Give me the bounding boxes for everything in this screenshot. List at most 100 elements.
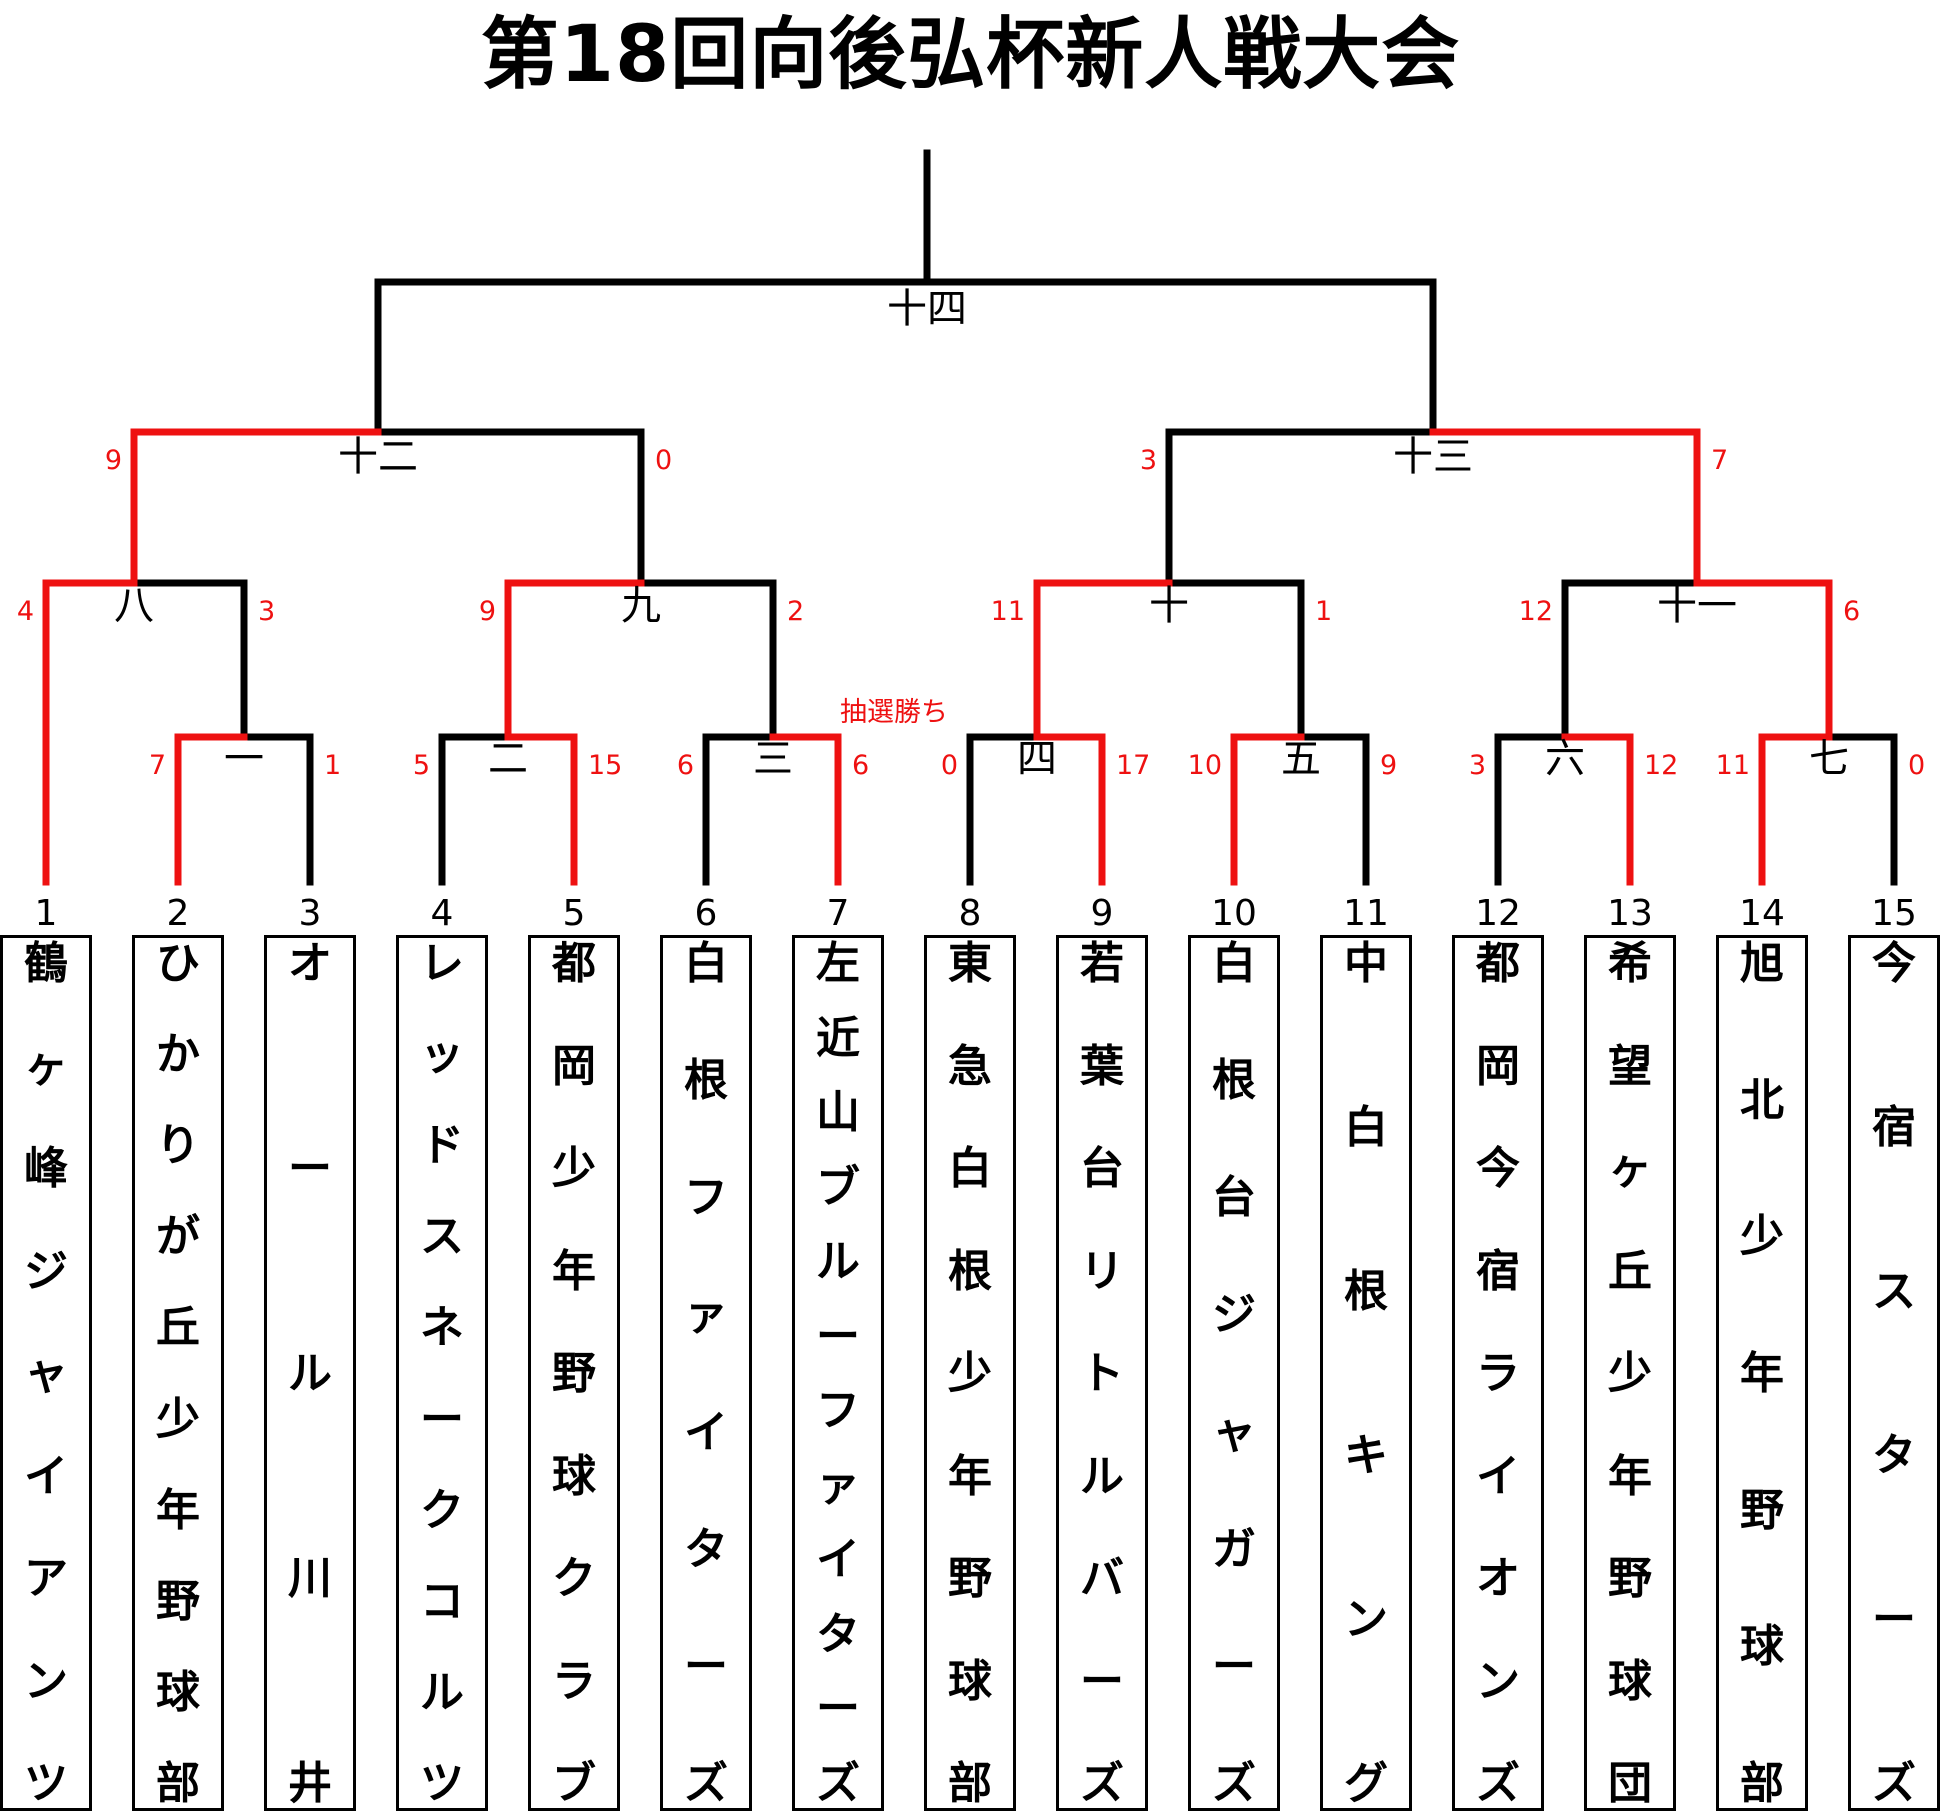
team-name-char: タ (816, 1608, 860, 1660)
team-box: ひかりが丘少年野球部 (132, 935, 224, 1811)
team-name-char: ズ (1872, 1758, 1916, 1809)
team-name-char: 急 (948, 1040, 992, 1092)
match-label-m8: 八 (114, 583, 154, 629)
team-name-char: ツ (24, 1758, 68, 1809)
team-box: 旭北少年野球部 (1716, 935, 1808, 1811)
team-name-char: 根 (1212, 1055, 1256, 1107)
team-name-char: 宿 (1476, 1245, 1520, 1297)
page-title: 第18回向後弘杯新人戦大会 (480, 10, 1461, 100)
match-label-m13: 十三 (1393, 434, 1473, 480)
team-name-char: 根 (1344, 1266, 1388, 1317)
team-seed: 15 (1871, 893, 1917, 934)
team-name-char: ズ (1476, 1758, 1520, 1809)
team-name-char: り (156, 1120, 200, 1172)
team-name-char: ネ (420, 1302, 464, 1354)
team-seed: 1 (35, 893, 58, 934)
team-seed: 12 (1475, 893, 1521, 934)
team-name-char: イ (816, 1534, 860, 1586)
score-m1-left: 7 (149, 750, 166, 781)
team-box: 若葉台リトルバーズ (1056, 935, 1148, 1811)
team-name-char: 野 (1740, 1484, 1784, 1536)
score-m10-left: 11 (991, 596, 1025, 627)
team-name-char: ブ (816, 1161, 860, 1213)
score-m7-left: 11 (1716, 750, 1750, 781)
team-name-char: 鶴 (24, 938, 68, 989)
team-name-char: ヶ (24, 1040, 68, 1092)
team-name-char: ッ (420, 1029, 464, 1081)
team-seed: 9 (1091, 893, 1114, 934)
team-name-char: ト (1080, 1348, 1124, 1399)
team-name-char: 東 (948, 938, 992, 989)
score-m11-left: 12 (1519, 596, 1553, 627)
team-name-char: 少 (156, 1393, 200, 1445)
team-name-char: 都 (1476, 938, 1520, 989)
match-label-m3: 三 (753, 736, 793, 782)
team-name-char: 根 (684, 1055, 728, 1107)
team-name-char: ン (24, 1655, 68, 1707)
team-seed: 4 (431, 893, 454, 934)
match-label-m9: 九 (621, 583, 661, 629)
team-box: 白根ファイターズ (660, 935, 752, 1811)
team-name-char: 台 (1080, 1143, 1124, 1194)
team-name-char: 年 (1608, 1450, 1652, 1502)
team-name-char: ド (420, 1120, 464, 1172)
score-m8-right: 3 (258, 596, 275, 627)
team-name-char: ル (420, 1666, 464, 1718)
team-seed: 10 (1211, 893, 1257, 934)
team-name-char: ひ (156, 938, 200, 989)
team-name-char: 白 (948, 1143, 992, 1194)
team-name-char: 部 (948, 1758, 992, 1809)
score-m6-left: 3 (1469, 750, 1486, 781)
match-label-m11: 十一 (1657, 583, 1737, 629)
team-seed: 5 (563, 893, 586, 934)
team-name-char: レ (420, 938, 464, 989)
score-m13-left: 3 (1140, 445, 1157, 476)
team-seed: 11 (1343, 893, 1389, 934)
team-name-char: オ (288, 938, 332, 989)
team-name-char: 近 (816, 1012, 860, 1064)
team-name-char: ズ (684, 1757, 728, 1809)
team-name-char: タ (1872, 1430, 1916, 1481)
team-name-char: フ (816, 1385, 860, 1437)
team-name-char: 峰 (24, 1143, 68, 1194)
team-name-char: ブ (552, 1758, 596, 1809)
team-name-char: 井 (288, 1758, 332, 1809)
team-name-char: バ (1080, 1553, 1124, 1604)
team-seed: 6 (695, 893, 718, 934)
team-box: レッドスネークコルツ (396, 935, 488, 1811)
team-name-char: ル (1080, 1450, 1124, 1502)
team-name-char: 今 (1872, 938, 1916, 989)
team-name-char: 野 (552, 1348, 596, 1399)
team-name-char: 左 (816, 938, 860, 989)
team-name-char: 少 (1740, 1211, 1784, 1263)
match-label-m14: 十四 (887, 286, 967, 332)
team-box: 左近山ブルーファイターズ (792, 935, 884, 1811)
match-label-m1: 一 (224, 736, 264, 782)
team-name-char: ラ (1476, 1348, 1520, 1399)
team-seed: 3 (299, 893, 322, 934)
team-box: オール川井 (264, 935, 356, 1811)
team-name-char: 宿 (1872, 1102, 1916, 1153)
team-name-char: ア (24, 1553, 68, 1604)
team-name-char: ル (816, 1236, 860, 1288)
score-m8-left: 4 (17, 596, 34, 627)
match-label-m6: 六 (1545, 736, 1585, 782)
score-m4-right: 17 (1116, 750, 1150, 781)
team-name-char: 希 (1608, 938, 1652, 989)
team-name-char: ン (1476, 1655, 1520, 1707)
match-label-m4: 四 (1017, 736, 1057, 782)
team-name-char: ー (684, 1640, 728, 1692)
team-box: 中白根キング (1320, 935, 1412, 1811)
team-name-char: 丘 (156, 1302, 200, 1354)
team-name-char: 球 (156, 1666, 200, 1718)
team-name-char: ク (420, 1484, 464, 1536)
team-name-char: が (156, 1211, 200, 1263)
team-name-char: 川 (288, 1553, 332, 1604)
team-name-char: ャ (1212, 1406, 1256, 1458)
team-name-char: ズ (1080, 1758, 1124, 1809)
team-seed: 14 (1739, 893, 1785, 934)
team-name-char: 年 (552, 1245, 596, 1297)
team-name-char: 部 (1740, 1757, 1784, 1809)
team-name-char: オ (1476, 1553, 1520, 1604)
team-name-char: ス (420, 1211, 464, 1263)
